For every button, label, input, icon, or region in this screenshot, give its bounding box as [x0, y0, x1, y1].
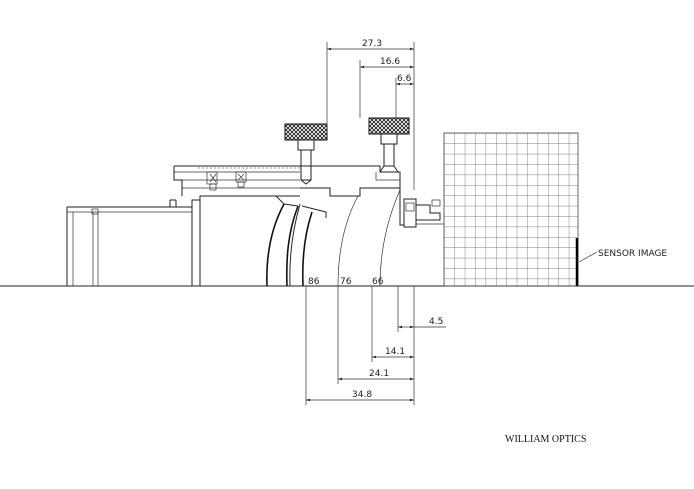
sensor-leader-line — [578, 251, 598, 263]
dim-34-8: 34.8 — [306, 390, 414, 402]
dim-34-8-label: 34.8 — [352, 390, 372, 400]
dim-27-3-label: 27.3 — [362, 39, 382, 49]
camera-adapter — [403, 198, 444, 228]
dim-24-1-label: 24.1 — [369, 369, 389, 379]
ring-label-86: 86 — [308, 277, 320, 287]
lens-element-2 — [337, 189, 401, 287]
ring-label-76: 76 — [340, 277, 352, 287]
bottom-extension-lines — [305, 286, 415, 405]
dim-16-6-label: 16.6 — [380, 57, 400, 67]
flattener-housing — [173, 165, 404, 286]
dim-14-1-label: 14.1 — [385, 347, 405, 357]
top-extension-lines — [326, 42, 415, 190]
dim-14-1: 14.1 — [372, 347, 414, 359]
dim-6-6: 6.6 — [396, 74, 414, 86]
dim-6-6-label: 6.6 — [397, 74, 412, 84]
dim-24-1: 24.1 — [338, 369, 414, 381]
brand-label: WILLIAM OPTICS — [505, 434, 586, 445]
focuser-body — [66, 199, 193, 287]
dim-4-5: 4.5 — [398, 317, 446, 329]
sensor-label: SENSOR IMAGE — [598, 249, 667, 259]
thumb-screw-left — [284, 123, 328, 185]
dim-27-3: 27.3 — [327, 39, 414, 51]
sensor-grid — [443, 132, 579, 287]
dim-4-5-label: 4.5 — [429, 317, 443, 327]
ring-label-66: 66 — [372, 277, 384, 287]
dim-16-6: 16.6 — [360, 57, 414, 69]
thumb-screw-right — [368, 117, 410, 173]
lens-element-1 — [266, 195, 327, 287]
